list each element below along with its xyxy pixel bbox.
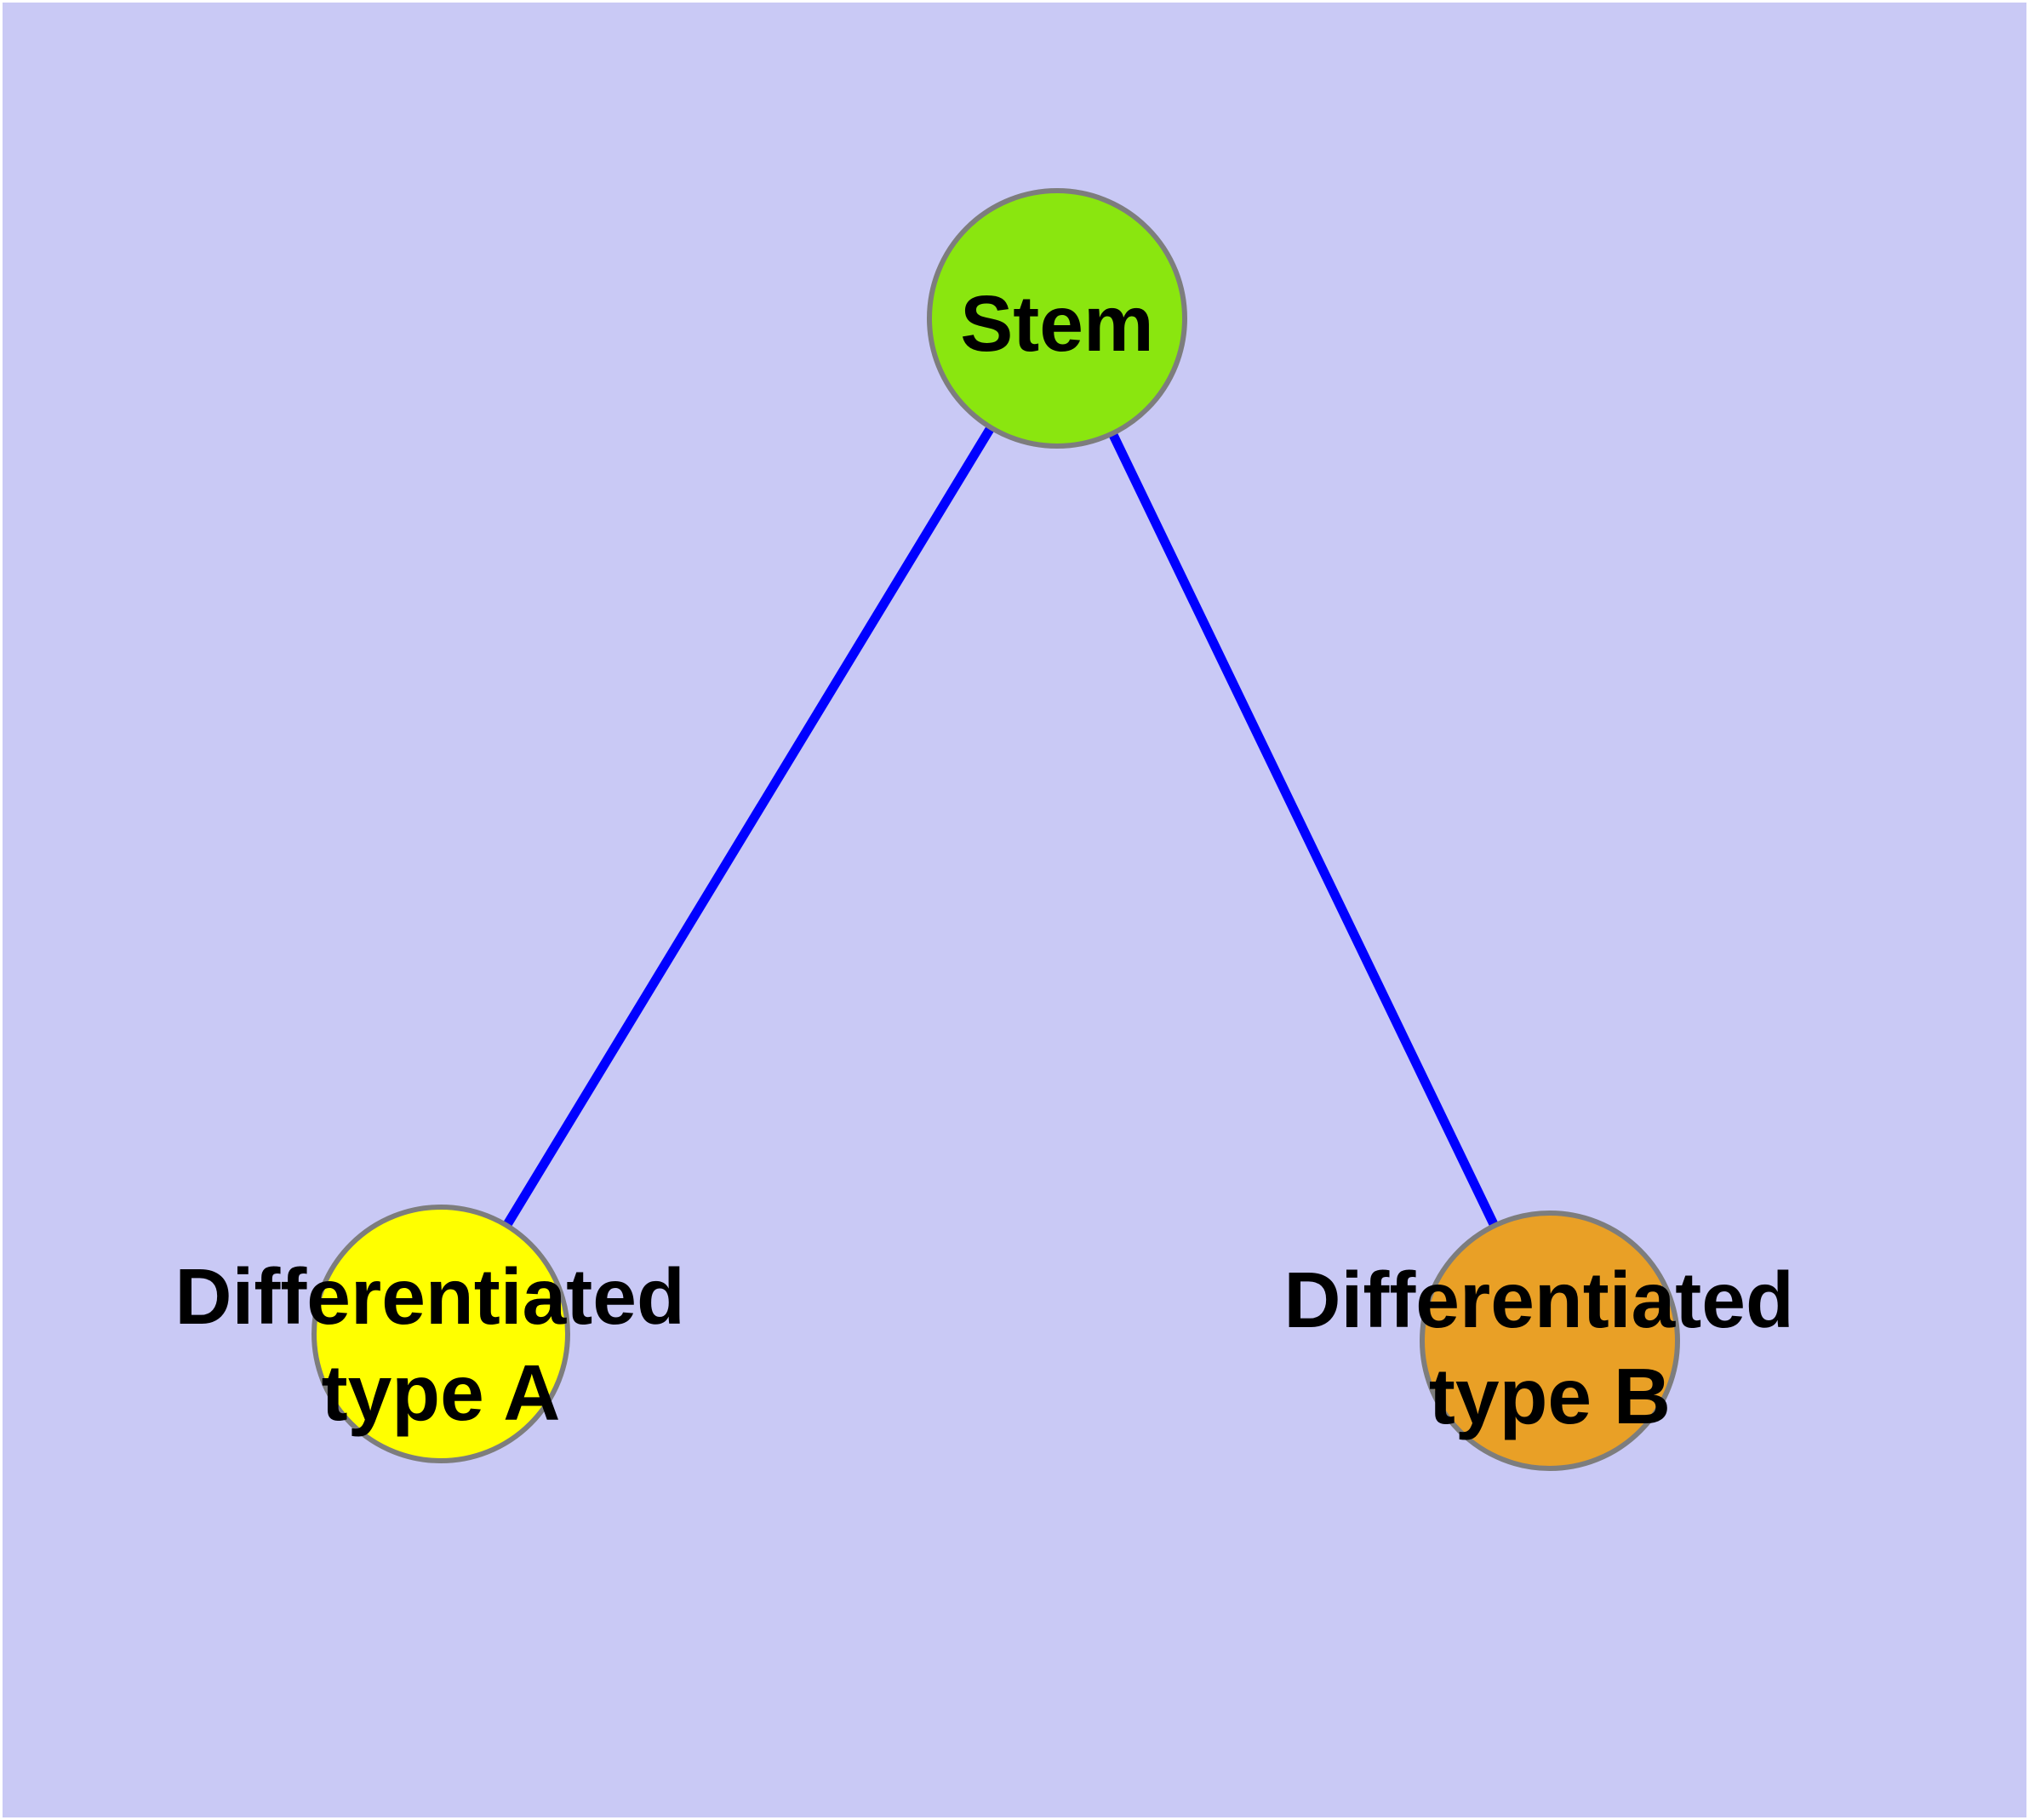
node-typeA-label-line1: Differentiated (174, 1252, 684, 1341)
node-typeA-label-line2: type A (322, 1348, 561, 1437)
node-typeB-label-line2: type B (1429, 1352, 1671, 1440)
node-typeB-circle (1420, 1210, 1680, 1471)
node-stem-circle (927, 188, 1187, 449)
node-typeB-label: Differentiated type B (1283, 1256, 1815, 1440)
edge-stem-to-typeA (437, 316, 1061, 1336)
node-stem-label-line1: Stem (960, 279, 1153, 368)
node-typeA-circle (311, 1205, 570, 1463)
node-typeA-label: Differentiated type A (174, 1252, 706, 1437)
graph-svg: Stem Differentiated type A Differentiate… (3, 3, 2026, 1817)
edge-stem-to-typeB (1053, 316, 1554, 1343)
node-stem-label: Stem (960, 279, 1153, 368)
node-typeB-label-line1: Differentiated (1283, 1256, 1793, 1344)
